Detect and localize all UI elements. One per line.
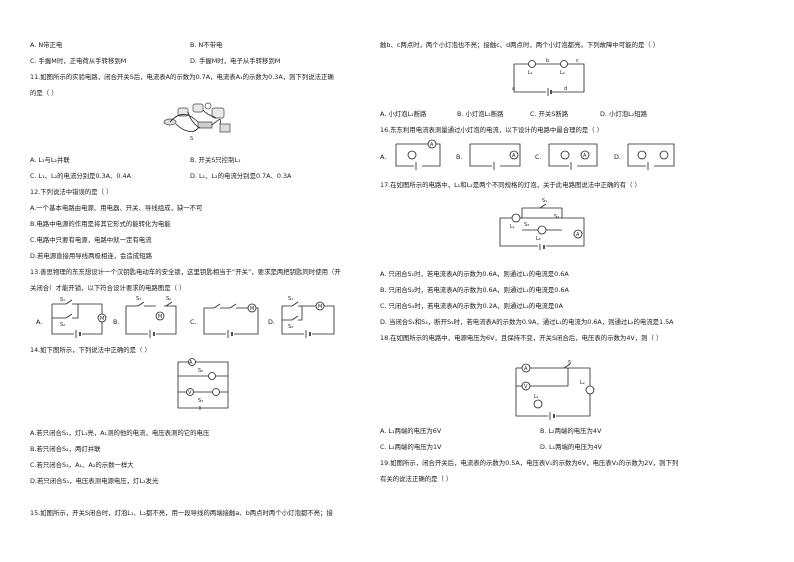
label-a: A bbox=[524, 366, 528, 372]
q12-option-d: D.若电源直接用导线两极相连，会造成短路 bbox=[30, 252, 152, 260]
q17-stem: 17.在如图所示的电路中，L₁和L₂是两个不同规格的灯泡，关于此电路图说法中正确… bbox=[380, 181, 641, 189]
label-v: V bbox=[188, 390, 192, 396]
label-s3: S₃ bbox=[524, 222, 529, 228]
q14-circuit-figure: A V S₂ S₃ bbox=[172, 356, 234, 412]
q11-option-c: C. L₁、L₂的电流分别是0.3A、0.4A bbox=[30, 172, 131, 180]
label-s2: S₂ bbox=[554, 214, 559, 220]
q14-option-c: C.若只闭合S₃，A₁、A₂的示数一样大 bbox=[30, 461, 134, 469]
q10-option-d: D. 手握M时，电子从手转移到M bbox=[190, 57, 281, 65]
label-s1: S₁ bbox=[542, 198, 547, 204]
q13-circuit-a: M S₁ S₂ bbox=[48, 297, 106, 340]
label-m: M bbox=[100, 316, 104, 322]
q16-label-a: A. bbox=[380, 153, 387, 161]
label-l1: L₁ bbox=[534, 394, 539, 400]
label-l2: L₂ bbox=[580, 380, 585, 386]
q13-stem-cont: 关闭合）才能开锁，以下符合设计要求的电路图是（ ） bbox=[30, 284, 186, 292]
label-s1: S₁ bbox=[60, 297, 65, 303]
q19-stem-cont: 有关的说法正确的是（ ） bbox=[380, 475, 453, 483]
q14-option-d: D.若只闭合S₁，电压表测电源电压，灯L₂发光 bbox=[30, 477, 159, 485]
q12-option-a: A.一个基本电路由电源、用电器、开关、导线组成，缺一不可 bbox=[30, 204, 203, 212]
label-m: M bbox=[318, 304, 322, 310]
q18-option-d: D. L₁两端的电压为4V bbox=[540, 443, 602, 451]
q10-option-c: C. 手握M时，正电荷从手转移到M bbox=[30, 57, 127, 65]
q11-apparatus-figure: S bbox=[160, 100, 240, 142]
q18-option-b: B. L₂两端的电压为4V bbox=[540, 427, 602, 435]
q15-stem: 15.如图所示，开关S闭合时，灯泡L₁、L₂都不亮，用一段导线的两端接触a、b两… bbox=[30, 509, 333, 517]
label-s: S bbox=[568, 360, 571, 366]
label-pb: b bbox=[546, 58, 549, 64]
q13-circuit-b: M S₁ S₂ bbox=[122, 296, 180, 340]
q16-label-b: B. bbox=[456, 153, 463, 161]
q17-option-d: D. 当闭合S₁和S₂，断开S₃时，若电流表A的示数为0.9A，通过L₁的电流为… bbox=[380, 318, 674, 326]
label-l2: L₂ bbox=[560, 70, 565, 76]
q13-label-b: B. bbox=[113, 318, 120, 326]
q17-circuit-figure: A S₁ S₂ S₃ L₁ L₂ bbox=[492, 198, 596, 254]
q18-option-a: A. L₁两端的电压为6V bbox=[380, 427, 442, 435]
label-s1: S₁ bbox=[136, 296, 141, 302]
svg-text:S: S bbox=[190, 136, 193, 142]
q10-option-b: B. N不带电 bbox=[190, 41, 223, 49]
q11-option-a: A. L₁与L₂并联 bbox=[30, 156, 70, 164]
label-s2: S₂ bbox=[198, 368, 203, 374]
q13-circuit-d: M S₁ S₂ bbox=[278, 296, 338, 340]
label-s3: S₃ bbox=[198, 398, 203, 404]
q11-stem: 11.如图所示的实验电路，闭合开关S后，电流表A的示数为0.7A，电流表A₁的示… bbox=[30, 73, 334, 81]
q14-option-a: A.若只闭合S₁，灯L₁亮，A₁测的他的电流，电压表测的它的电压 bbox=[30, 429, 210, 437]
q17-option-c: C. 只闭合S₃时，若电流表A的示数为0.2A，则通过L₂的电流是0A bbox=[380, 302, 563, 310]
label-a: A bbox=[583, 153, 587, 159]
q16-circuit-c: A bbox=[545, 138, 603, 172]
q13-stem: 13.善思物理的东东想设计一个汉钥匙电动车的安全锁，这里钥匙相当于“开关”，要求… bbox=[30, 268, 341, 276]
q16-stem: 16.东东利用电流表测量通过小灯泡的电流，以下设计的电路中最合理的是（ ） bbox=[380, 126, 604, 134]
q17-option-a: A. 只闭合S₁时，若电流表A的示数为0.6A，则通过L₁的电流是0.6A bbox=[380, 270, 569, 278]
q13-circuit-c: M bbox=[200, 296, 262, 340]
label-s2: S₂ bbox=[288, 324, 293, 330]
q16-circuit-b: A bbox=[466, 138, 526, 172]
q14-option-b: B.若只闭合S₂，两灯并联 bbox=[30, 445, 101, 453]
label-s2: S₂ bbox=[60, 322, 65, 328]
q12-option-c: C.电路中只要有电源，电路中就一定有电流 bbox=[30, 236, 152, 244]
q16-label-d: D. bbox=[614, 153, 621, 161]
q13-label-c: C. bbox=[190, 318, 197, 326]
q12-stem: 12.下列说法中错误的是（ ） bbox=[30, 188, 113, 196]
q12-option-b: B.电路中电源的作用是将其它形式的能转化为电能 bbox=[30, 220, 171, 228]
q14-stem: 14.如下图所示，下列说法中正确的是（ ） bbox=[30, 346, 151, 354]
q17-option-b: B. 只闭合S₂时，若电流表A的示数为0.6A，则通过L₁的电流是0.6A bbox=[380, 286, 569, 294]
q11-option-d: D. L₁、L₂的电流分别是0.7A、0.3A bbox=[190, 172, 292, 180]
q18-option-c: C. L₂两端的电压为1V bbox=[380, 443, 442, 451]
label-a: A bbox=[576, 232, 580, 238]
q15-option-d: D. 小灯泡L₂短路 bbox=[600, 110, 648, 118]
label-s1: S₁ bbox=[288, 296, 293, 302]
q18-stem: 18.在如图所示的电路中，电源电压为6V，且保持不变，开关S闭合后，电压表的示数… bbox=[380, 334, 663, 342]
q15-circuit-figure: L₁ L₂ a b c d bbox=[512, 58, 592, 100]
q16-label-c: C. bbox=[535, 153, 542, 161]
q13-label-a: A. bbox=[36, 318, 43, 326]
label-pc: c bbox=[576, 58, 579, 64]
q19-stem: 19.如图所示，闭合开关后，电流表的示数为0.5A，电压表V₁的示数为6V，电压… bbox=[380, 459, 679, 467]
q11-option-b: B. 开关S只控制L₁ bbox=[190, 156, 241, 164]
label-l2: L₂ bbox=[536, 236, 541, 242]
q13-label-d: D. bbox=[268, 318, 275, 326]
label-pd: d bbox=[564, 86, 567, 92]
label-a: A bbox=[189, 360, 193, 366]
q16-circuit-a: A bbox=[392, 138, 444, 172]
q16-circuit-d bbox=[624, 138, 680, 172]
q15-option-c: C. 开关S断路 bbox=[530, 110, 569, 118]
label-s2: S₂ bbox=[166, 296, 171, 302]
q10-option-a: A. N带正电 bbox=[30, 41, 63, 49]
q15-option-a: A. 小灯泡L₁断路 bbox=[380, 110, 427, 118]
label-v: V bbox=[524, 384, 528, 390]
label-l1: L₁ bbox=[510, 224, 515, 230]
q11-stem-cont: 的是（ ） bbox=[30, 89, 58, 97]
label-m: M bbox=[250, 306, 254, 312]
q15-stem-cont: 触b、c两点时，两个小灯泡也不亮；接触c、d两点时，两个小灯泡都亮。下列故障中可… bbox=[380, 41, 660, 49]
q18-circuit-figure: A V S L₂ L₁ bbox=[508, 360, 600, 424]
label-a: A bbox=[430, 142, 434, 148]
q15-option-b: B. 小灯泡L₂断路 bbox=[457, 110, 504, 118]
label-pa: a bbox=[512, 86, 515, 92]
label-l1: L₁ bbox=[528, 70, 533, 76]
label-m: M bbox=[158, 314, 162, 320]
label-a: A bbox=[512, 153, 516, 159]
